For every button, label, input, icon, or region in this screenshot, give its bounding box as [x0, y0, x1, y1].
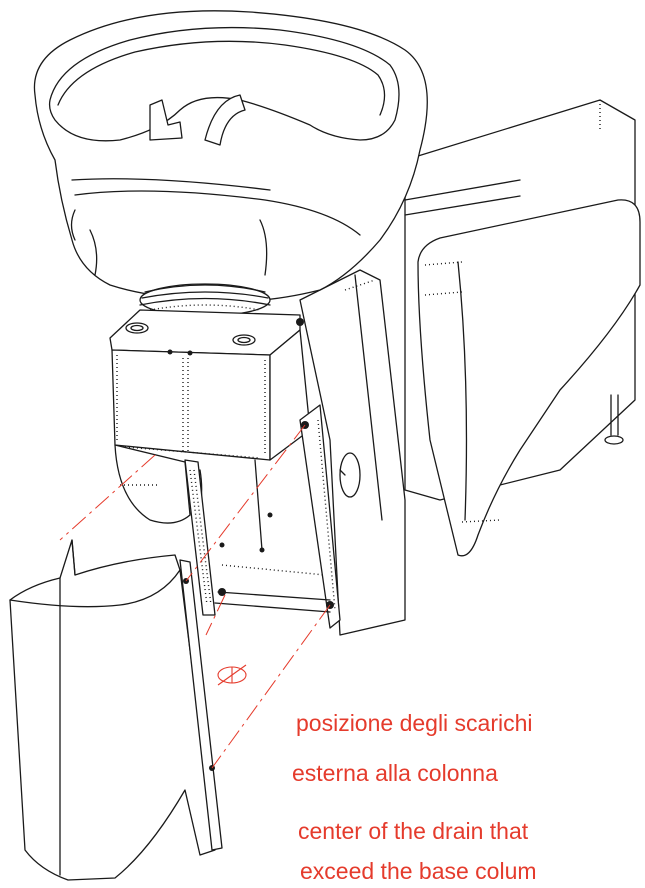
caption-it-line1: posizione degli scarichi — [296, 710, 533, 736]
caption-it-line2: esterna alla colonna — [292, 760, 498, 786]
caption-en-line1: center of the drain that — [298, 818, 529, 844]
mounting-plate — [109, 309, 304, 356]
alignment-lines — [59, 424, 331, 769]
caption-en-line2: exceed the base colum — [300, 858, 537, 884]
inner-frame — [184, 404, 341, 629]
upper-housing — [111, 329, 311, 461]
drain-center-icon — [217, 664, 247, 686]
main-column — [299, 269, 406, 636]
side-cushion — [417, 199, 641, 557]
front-cover — [9, 539, 223, 881]
support-leg — [604, 394, 624, 445]
bowl-base — [139, 283, 271, 317]
wash-bowl — [33, 10, 428, 302]
